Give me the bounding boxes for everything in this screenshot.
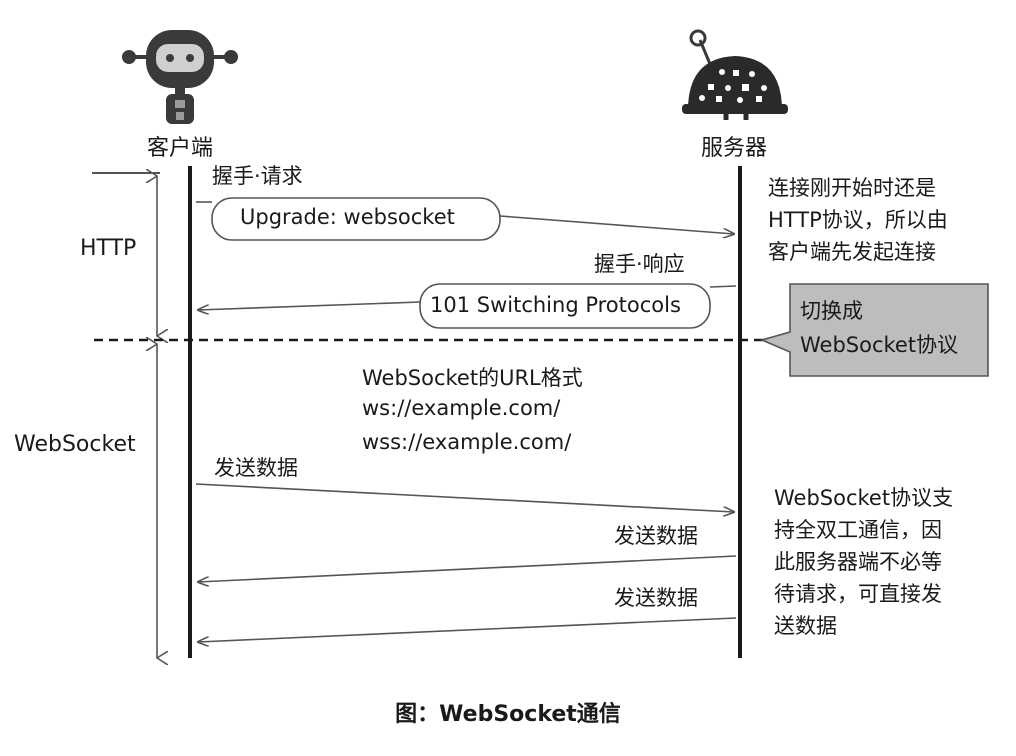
client-send-label: 发送数据 — [214, 456, 298, 480]
url-format-wss: wss://example.com/ — [362, 430, 572, 454]
server-send-arrow-1 — [198, 555, 737, 582]
figure-caption: 图：WebSocket通信 — [395, 702, 621, 727]
http-start-note: 连接刚开始时还是 HTTP协议，所以由 客户端先发起连接 — [768, 172, 948, 268]
handshake-request-arrow — [196, 201, 734, 234]
handshake-response-status: 101 Switching Protocols — [430, 293, 681, 317]
handshake-request-pill — [211, 197, 501, 241]
full-duplex-note-line: 送数据 — [774, 614, 837, 638]
http-start-note-line: 连接刚开始时还是 — [768, 176, 936, 200]
handshake-request-header: Upgrade: websocket — [240, 205, 455, 229]
switch-callout-box — [759, 283, 989, 377]
url-format-title: WebSocket的URL格式 — [362, 366, 583, 390]
switch-callout-text: 切换成 WebSocket协议 — [800, 294, 958, 362]
full-duplex-note: WebSocket协议支 持全双工通信，因 此服务器端不必等 待请求，可直接发 … — [774, 482, 953, 642]
handshake-response-pill — [419, 283, 711, 329]
client-send-arrow — [195, 483, 734, 512]
handshake-response-arrow — [198, 285, 737, 310]
server-send-arrow-2 — [198, 617, 737, 642]
robot-icon — [122, 30, 238, 124]
url-format-ws: ws://example.com/ — [362, 396, 561, 420]
switch-callout-line: 切换成 — [800, 299, 863, 323]
server-label: 服务器 — [701, 136, 768, 161]
http-start-note-line: 客户端先发起连接 — [768, 240, 936, 264]
full-duplex-note-line: 持全双工通信，因 — [774, 518, 942, 542]
handshake-response-label: 握手·响应 — [594, 252, 685, 276]
full-duplex-note-line: 待请求，可直接发 — [774, 582, 942, 606]
dome-robot-icon — [682, 29, 788, 120]
server-send-label-1: 发送数据 — [614, 524, 698, 548]
websocket-phase-label: WebSocket — [14, 432, 136, 457]
handshake-request-label: 握手·请求 — [212, 164, 303, 188]
http-start-note-line: HTTP协议，所以由 — [768, 208, 948, 232]
full-duplex-note-line: WebSocket协议支 — [774, 486, 954, 510]
switch-callout-line: WebSocket协议 — [800, 333, 959, 357]
http-phase-label: HTTP — [80, 236, 137, 261]
client-label: 客户端 — [147, 136, 214, 161]
server-send-label-2: 发送数据 — [614, 586, 698, 610]
full-duplex-note-line: 此服务器端不必等 — [774, 550, 942, 574]
